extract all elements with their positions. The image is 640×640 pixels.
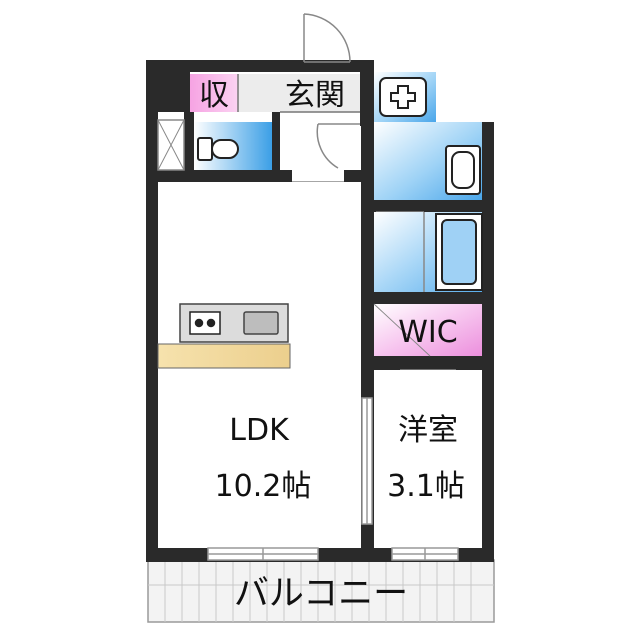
entrance-floor [238, 74, 360, 112]
sink-icon [243, 311, 279, 335]
ldk-size: 10.2帖 [215, 469, 312, 504]
sliding-door [361, 397, 373, 525]
balcony-floor [147, 559, 495, 623]
toilet-icon [197, 137, 239, 161]
storage-label: 収 [199, 78, 229, 113]
entrance-hall [280, 112, 360, 170]
western-room-window [391, 547, 459, 561]
bathroom [374, 212, 483, 292]
storage-closet [190, 74, 238, 112]
western-room: 洋室 3.1帖 [361, 370, 482, 561]
stove-icon [189, 311, 221, 335]
ldk-label: LDK [229, 413, 290, 448]
walk-in-closet: WIC [373, 303, 482, 386]
balcony-label: バルコニー [234, 574, 408, 614]
bathtub-icon [435, 213, 483, 291]
entrance-label: 玄関 [285, 78, 345, 113]
bar-counter [157, 343, 291, 369]
washbasin-icon [445, 145, 481, 195]
western-room-label: 洋室 [398, 413, 458, 448]
ldk-window [207, 547, 319, 561]
balcony: バルコニー [147, 559, 495, 623]
ldk-room: LDK 10.2帖 [157, 182, 361, 561]
wic-label: WIC [398, 315, 457, 350]
washroom [374, 72, 482, 223]
washing-machine-pan-icon [379, 77, 427, 117]
balcony-grid [148, 560, 494, 622]
toilet-room [194, 122, 272, 170]
front-door [303, 13, 351, 63]
western-room-size: 3.1帖 [387, 469, 465, 504]
